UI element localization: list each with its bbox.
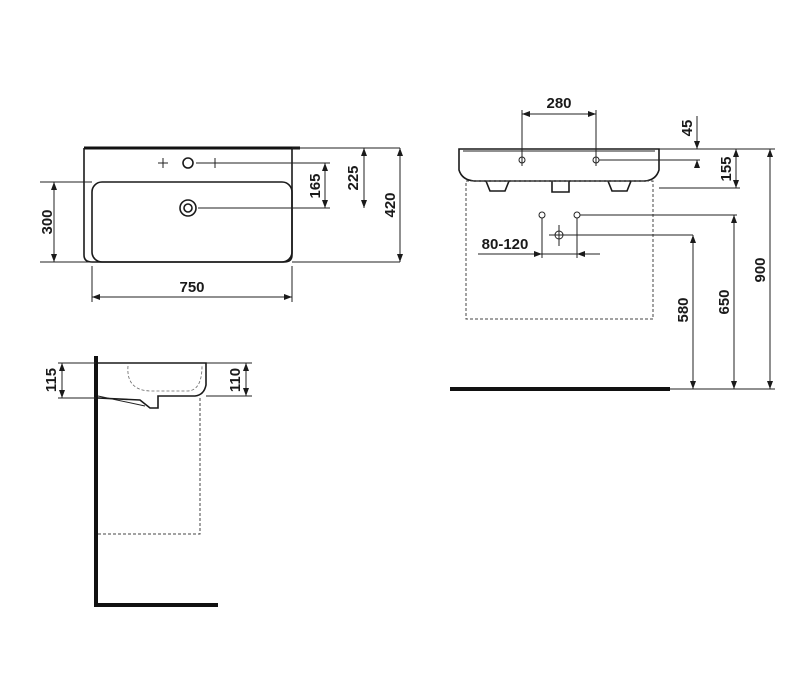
dim-900: 900 [752,257,769,282]
drain-inner-icon [183,203,193,213]
top-view-outline [83,148,293,263]
front-view-waste [551,181,570,193]
dim-650: 650 [716,289,733,314]
side-view-cabinet-hidden [98,398,201,535]
front-view-cabinet-hidden [465,180,654,320]
dim-115: 115 [43,368,60,392]
front-view-overflow-left [485,180,510,192]
dim-280: 280 [546,95,571,112]
dim-300: 300 [39,209,56,234]
front-view-overflow-right [607,180,632,192]
dim-155: 155 [718,156,735,181]
top-view-bowl [91,181,293,263]
side-view: 115 110 [43,356,252,607]
dim-420: 420 [382,192,399,217]
front-view-basin [458,148,660,182]
dim-165: 165 [307,173,324,198]
side-view-basin [97,362,207,409]
dim-45: 45 [679,120,696,137]
supply-right-icon [573,211,581,219]
dim-580: 580 [675,297,692,322]
side-view-bowl-hidden [127,365,203,392]
dim-225: 225 [345,165,362,190]
dim-750: 750 [179,279,204,296]
tap-hole-icon [182,157,194,169]
dim-80-120: 80-120 [482,236,529,253]
top-view: 750 300 165 225 420 [39,146,403,302]
drain-icon [179,199,197,217]
front-view: 280 45 155 80-120 580 650 900 [450,95,775,391]
dim-110: 110 [227,368,244,392]
supply-left-icon [538,211,546,219]
